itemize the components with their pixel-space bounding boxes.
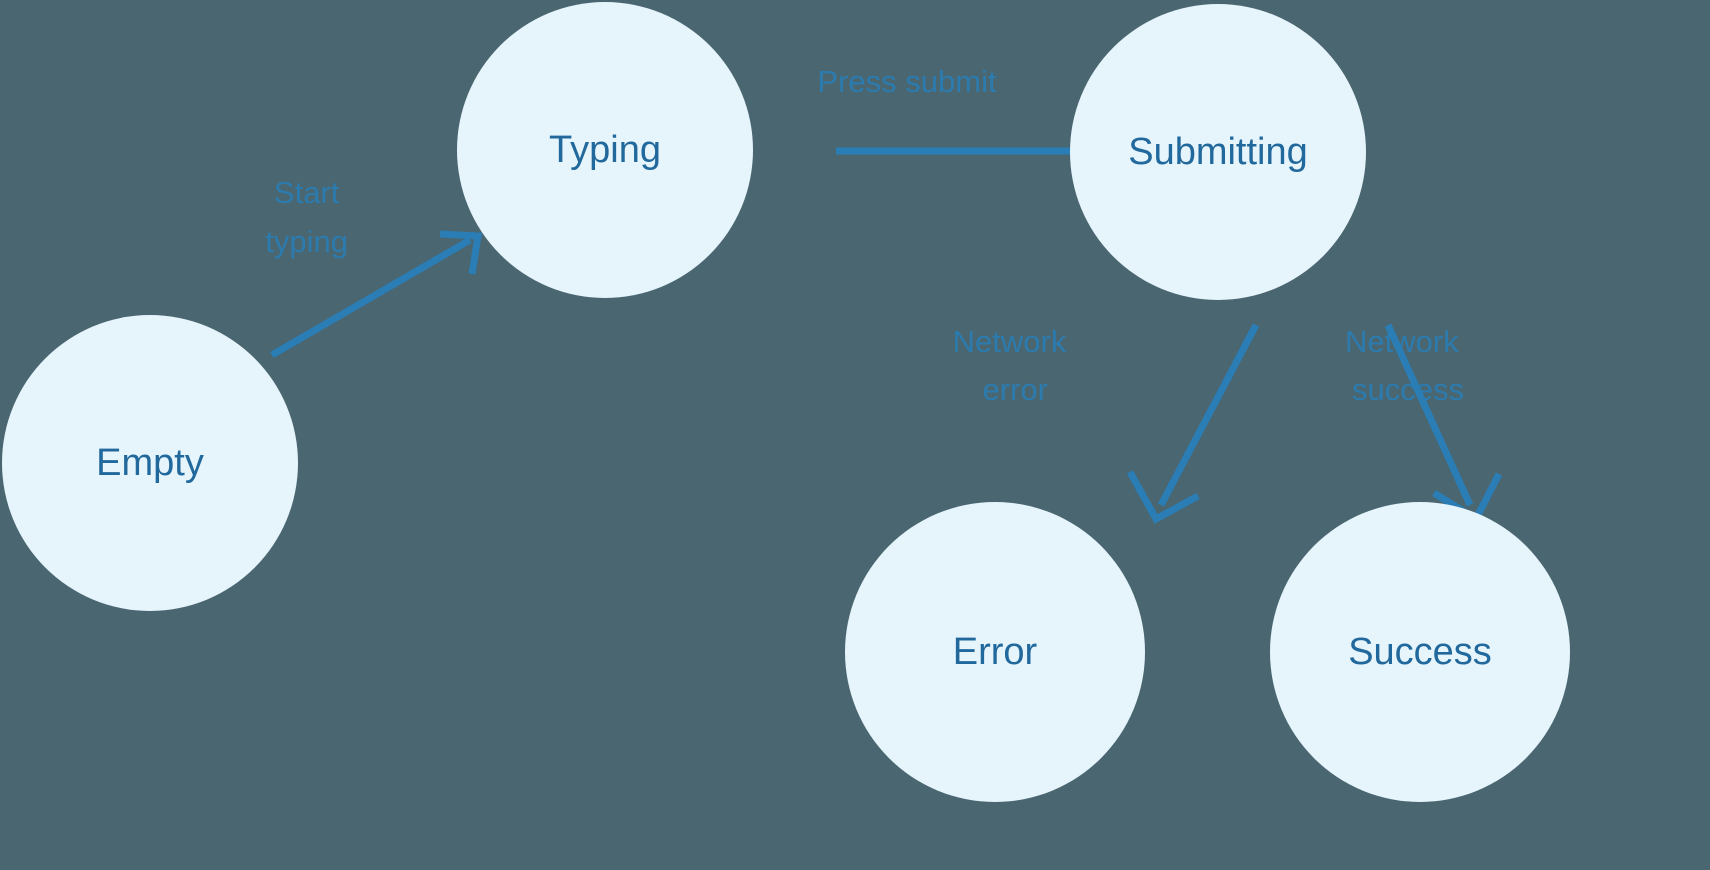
edge-label-network-success: Network success <box>1345 324 1467 407</box>
edge-label-network-error-line1: Network <box>953 324 1067 359</box>
state-node-typing[interactable]: Typing <box>457 2 753 298</box>
edge-label-network-success-line2: success <box>1352 372 1464 407</box>
state-node-submitting[interactable]: Submitting <box>1070 4 1366 300</box>
state-node-submitting-label: Submitting <box>1128 131 1308 173</box>
edge-submitting-to-error-line <box>1157 323 1260 507</box>
state-node-submitting-circle[interactable] <box>1070 4 1366 300</box>
state-node-typing-label: Typing <box>549 129 661 171</box>
edge-label-start-typing-line1: Start <box>274 175 340 210</box>
edge-label-network-success-line1: Network <box>1345 324 1459 359</box>
edge-label-network-error-line2: error <box>983 372 1048 407</box>
state-node-empty-circle[interactable] <box>2 315 298 611</box>
state-node-success[interactable]: Success <box>1270 502 1570 802</box>
state-node-error-label: Error <box>953 631 1038 673</box>
state-node-empty-label: Empty <box>96 442 204 484</box>
edge-empty-to-typing-line <box>270 236 472 359</box>
state-node-success-label: Success <box>1348 631 1492 673</box>
edge-label-press-submit-line1: Press submit <box>817 64 997 99</box>
edge-submitting-to-success-line <box>1384 323 1474 507</box>
edge-label-network-error: Network error <box>953 324 1075 407</box>
edge-label-press-submit: Press submit <box>817 64 997 99</box>
edge-label-start-typing: Start typing <box>265 175 348 259</box>
state-node-success-circle[interactable] <box>1270 502 1570 802</box>
state-node-typing-circle[interactable] <box>457 2 753 298</box>
state-node-empty[interactable]: Empty <box>2 315 298 611</box>
state-node-error-circle[interactable] <box>845 502 1145 802</box>
edge-submitting-to-error-arrowhead <box>1126 470 1200 524</box>
state-node-error[interactable]: Error <box>845 502 1145 802</box>
edge-submitting-to-error <box>1126 323 1260 524</box>
edge-label-start-typing-line2: typing <box>265 224 348 259</box>
edge-empty-to-typing <box>270 230 483 359</box>
edge-empty-to-typing-arrowhead <box>439 230 483 275</box>
